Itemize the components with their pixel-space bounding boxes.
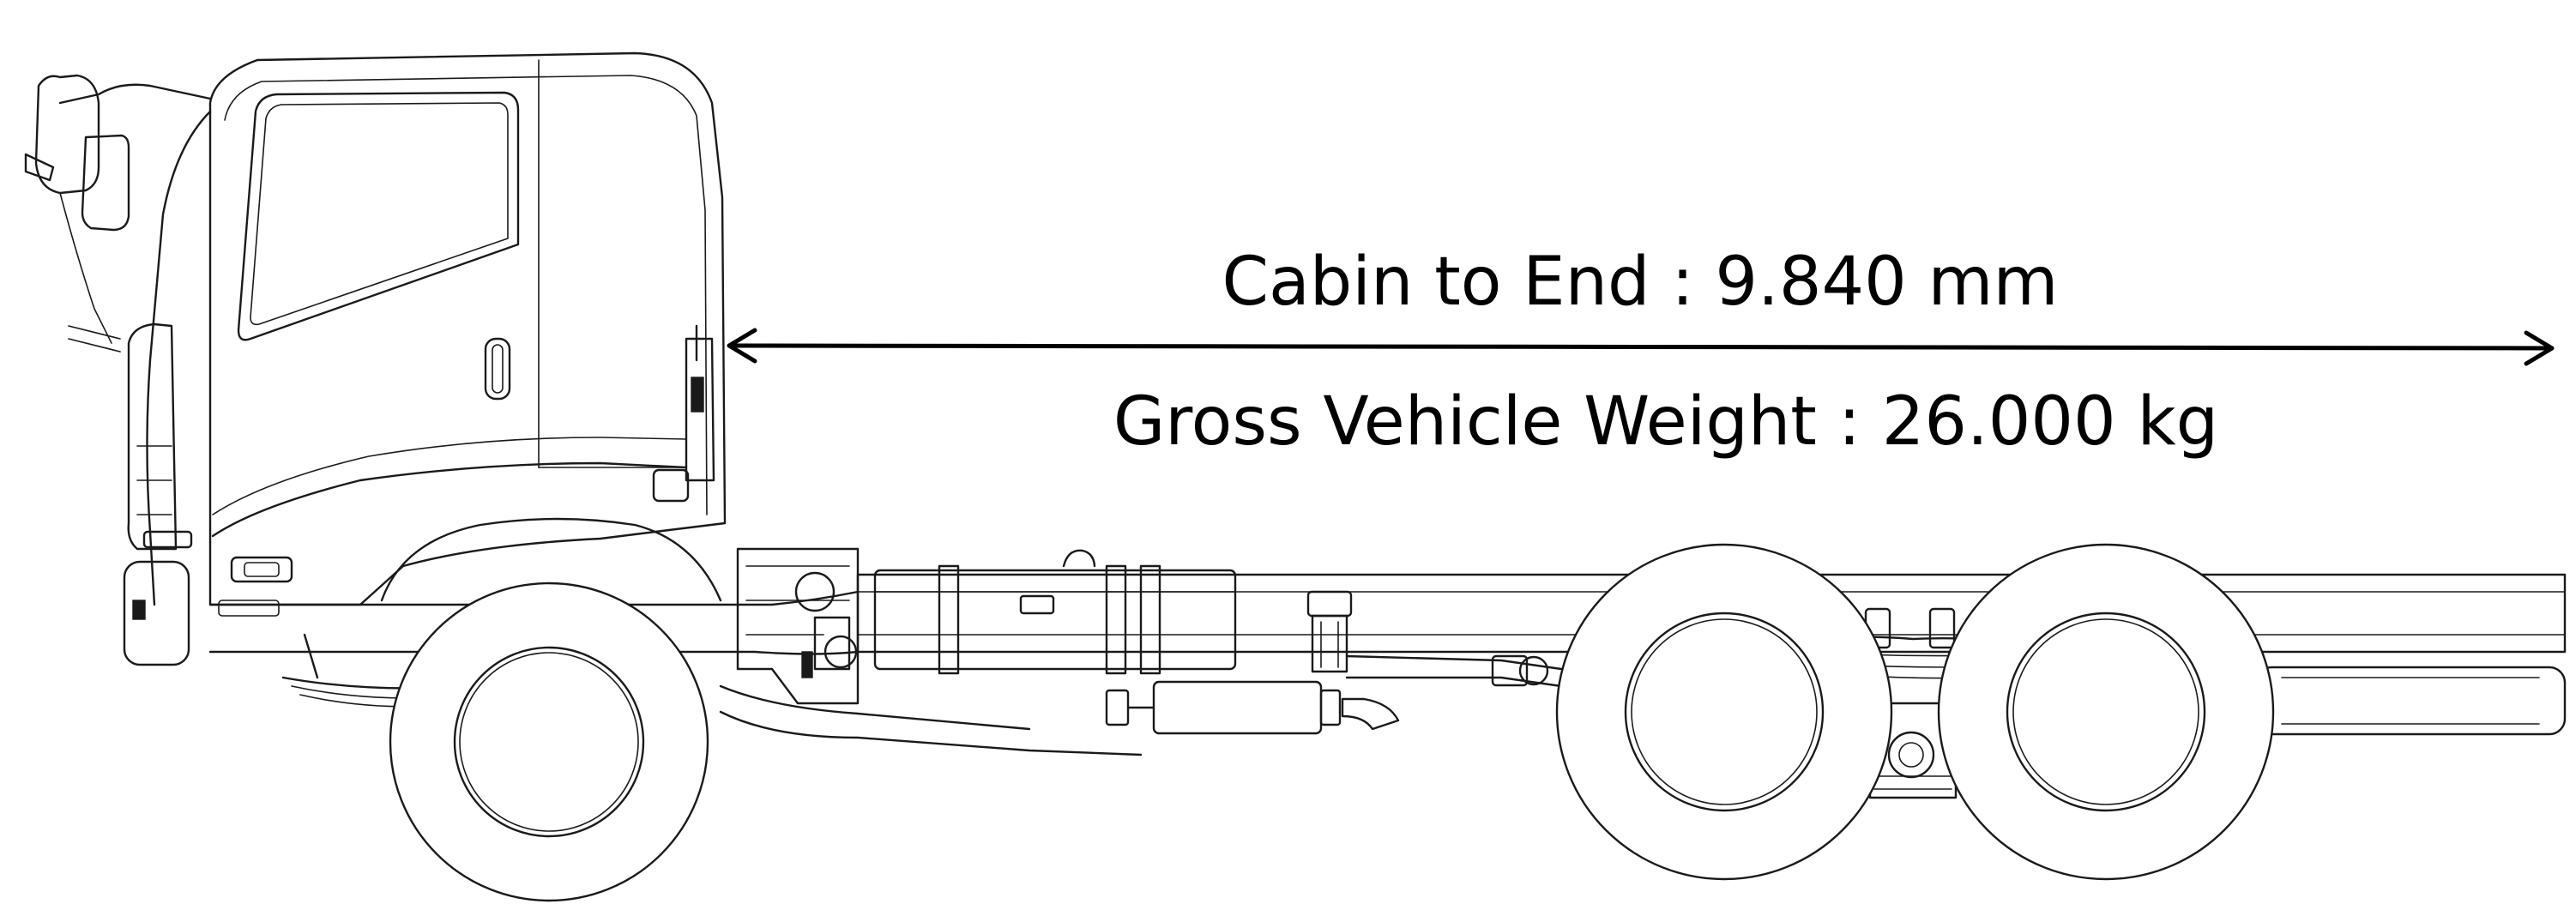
fuel-tank	[873, 549, 1237, 675]
cabin-to-end-label: Cabin to End : 9.840 mm	[1222, 244, 2059, 321]
rear-wheel-1	[1555, 543, 1893, 881]
front-fender	[380, 517, 722, 602]
gross-vehicle-weight-label: Gross Vehicle Weight : 26.000 kg	[1113, 383, 2218, 461]
rear-wheel-2	[1937, 543, 2275, 881]
cabin-to-end-dimension-arrow	[727, 328, 2555, 366]
engine-components	[281, 547, 1563, 756]
front-wheel	[389, 582, 709, 902]
cabin	[24, 51, 727, 666]
